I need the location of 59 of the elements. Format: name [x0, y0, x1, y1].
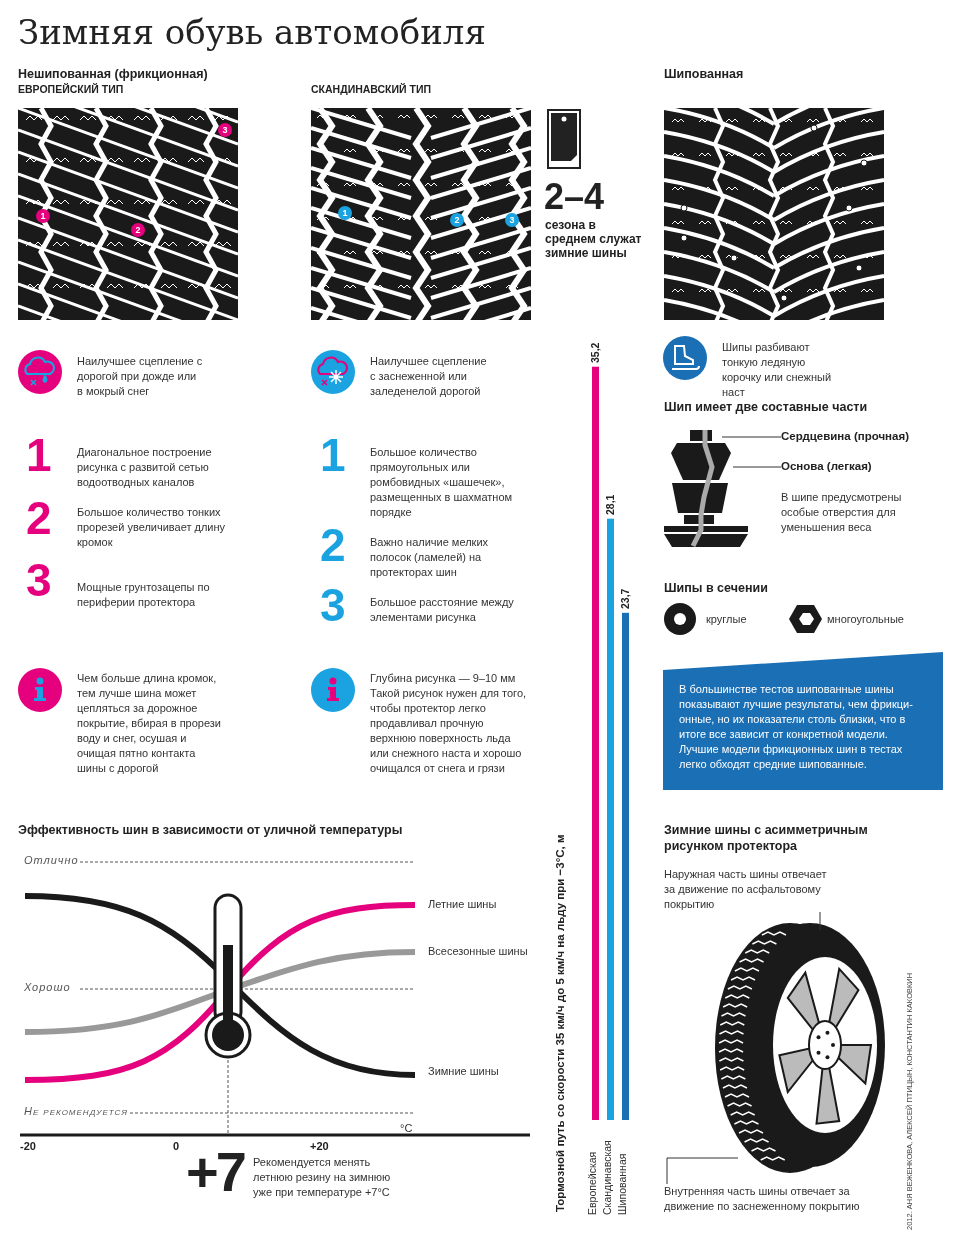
shape-label: круглые: [706, 612, 747, 627]
section-heading: Нешипованная (фрикционная): [18, 66, 208, 83]
list-number: 3: [26, 557, 52, 603]
level-label: Не рекомендуется: [24, 1104, 128, 1119]
list-number: 2: [320, 522, 346, 568]
line-label: Летние шины: [428, 897, 497, 912]
feature-text: Большое количество тонких прорезей увеличивает длину кромок: [77, 505, 227, 550]
section-heading: Зимние шины с асимметричным рисунком протектора: [664, 822, 869, 855]
feature-text: Важно наличие мелких полосок (ламелей) на протекторах шин: [370, 535, 490, 580]
feature-text: Шипы разбивают тонкую ледяную корочку или снежный наст: [722, 340, 833, 400]
feature-text: Мощные грунтозацепы по периферии протектора: [77, 580, 211, 610]
leader-line: [732, 466, 782, 468]
season-count: 2–4: [544, 178, 605, 216]
value-label: 28,1: [604, 494, 616, 515]
feature-text: Большое количество прямоугольных или ромбовидных «шашечек», размещенных в шахматном порядке: [370, 445, 514, 520]
list-number: 1: [320, 432, 346, 478]
value-label: 23,7: [619, 588, 631, 609]
section-subheading: СКАНДИНАВСКИЙ ТИП: [311, 83, 432, 97]
line-label: Зимние шины: [428, 1064, 499, 1079]
feature-text: Диагональное построение рисунка с развитой сетью водоотводных каналов: [77, 445, 213, 490]
shape-label: многоугольные: [827, 612, 904, 627]
section-heading: Шипованная: [664, 66, 744, 83]
leader-line: [666, 1157, 739, 1185]
callout-label: Сердцевина (прочная): [781, 429, 931, 444]
line-label: Всесезонные шины: [428, 944, 528, 959]
value-label: 35,2: [589, 342, 601, 363]
chart-title: Эффективность шин в зависимости от уличной температуры: [18, 822, 403, 839]
feature-text: Наилучшее сцепление с дорогой при дожде или в мокрый снег: [77, 354, 204, 399]
temperature-value: +7: [186, 1144, 244, 1200]
page-title: Зимняя обувь автомобиля: [18, 11, 486, 54]
category-label: Шипованная: [616, 1153, 628, 1215]
level-label: Хорошо: [24, 980, 71, 995]
section-subheading: ЕВРОПЕЙСКИЙ ТИП: [18, 83, 124, 97]
callout-label: Основа (легкая): [781, 459, 931, 474]
note-text: Рекомендуется менять летнюю резину на зимнюю уже при температуре +7°C: [253, 1155, 392, 1200]
axis-title: Тормозной путь со скорости 35 км/ч до 5 км/ч на льду при −3°C, м: [554, 834, 566, 1212]
list-number: 3: [320, 582, 346, 628]
category-label: Скандинавская: [601, 1140, 613, 1215]
axis-unit: °C: [400, 1121, 413, 1136]
list-number: 1: [26, 432, 52, 478]
list-number: 2: [26, 495, 52, 541]
callout-text: Внутренняя часть шины отвечает за движение по заснеженному покрытию: [664, 1184, 879, 1214]
section-heading: Шипы в сечении: [664, 580, 768, 597]
tick-label: 0: [173, 1139, 180, 1154]
tick-label: +20: [310, 1139, 329, 1154]
category-label: Европейская: [586, 1151, 598, 1215]
note-text: В шипе предусмотрены особые отверстия для уменьшения веса: [781, 490, 903, 535]
feature-text: Наилучшее сцепление с заснеженной или заледенелой дорогой: [370, 354, 488, 399]
leader-line: [819, 911, 821, 931]
info-text: Глубина рисунка — 9–10 мм Такой рисунок нужен для того, чтобы протектор легко продавливал прочную верхнюю поверхность льда или снежного наста и хорошо очищался от снега и грязи: [370, 671, 528, 776]
tick-label: -20: [20, 1139, 36, 1154]
season-caption: сезона в среднем служат зимние шины: [545, 218, 643, 260]
callout-text: Наружная часть шины отвечает за движение по асфальтовому покрытию: [664, 867, 839, 912]
level-label: Отлично: [24, 853, 79, 868]
info-text: Чем больше длина кромок, тем лучше шина может цепляться за дорожное покрытие, вбирая в прорези воду и снег, осушая и очищая пятно контакта шины с дорогой: [77, 671, 222, 776]
leader-line: [721, 436, 782, 438]
note-panel: В большинстве тестов шипованные шины показывают лучшие результаты, чем фрикци- онные, но их показатели столь близки, что в итоге все зависит от конкретной модели. Лучшие модели фрикционных шин в тестах легко обходят средние шипованные.: [663, 652, 943, 790]
section-heading: Шип имеет две составные части: [664, 399, 868, 416]
feature-text: Большое расстояние между элементами рисунка: [370, 595, 515, 625]
